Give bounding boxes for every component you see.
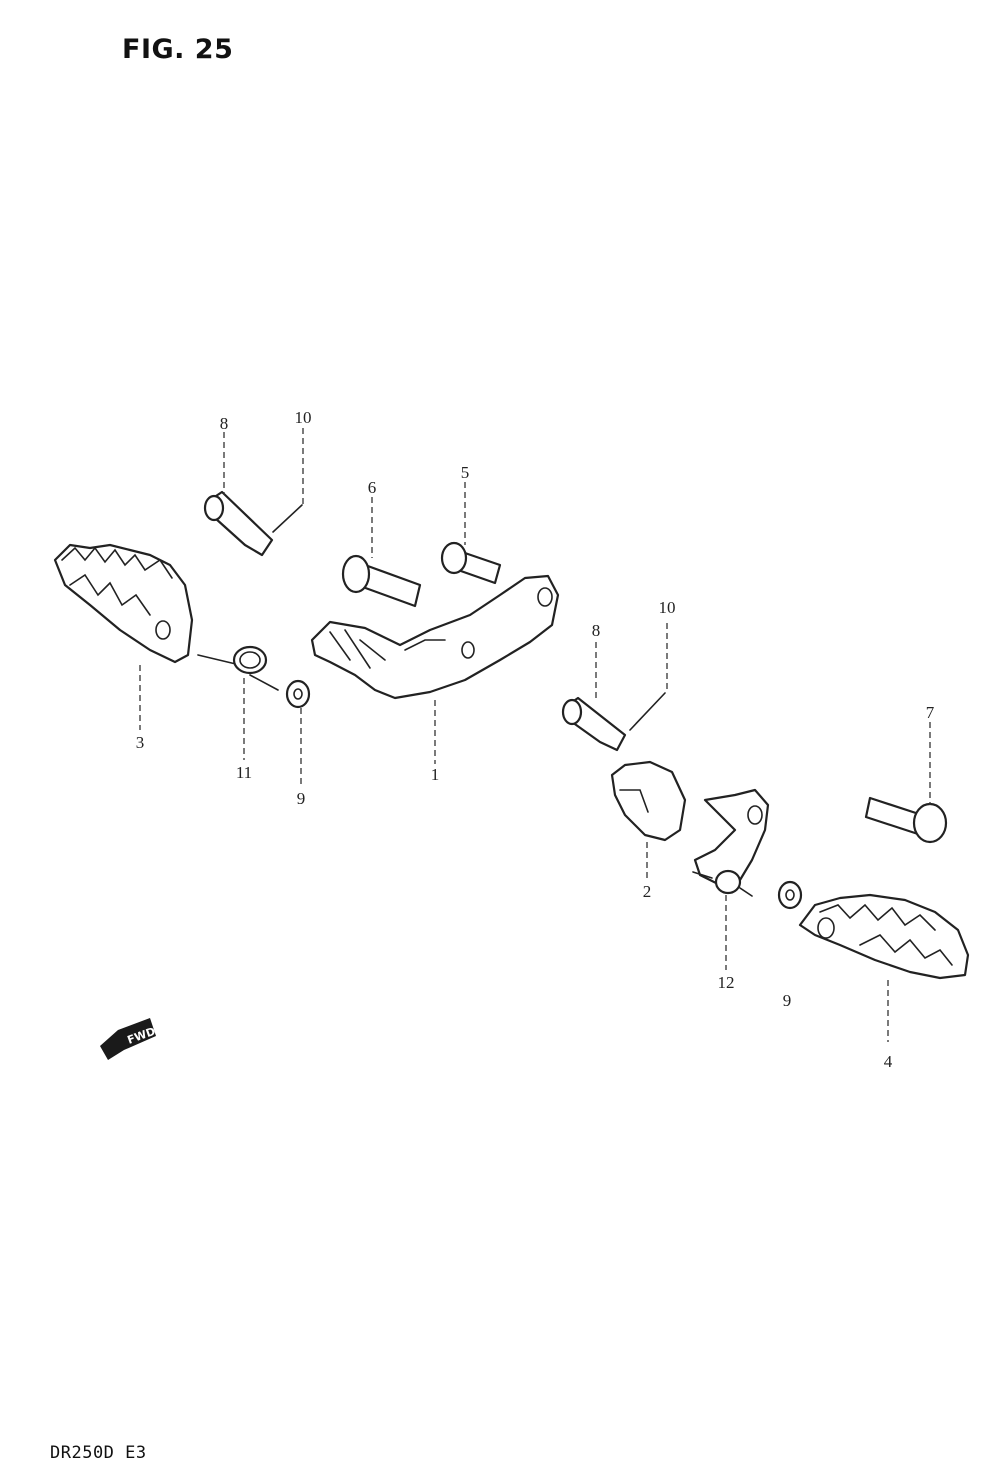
callout-12: 12 (718, 973, 735, 992)
callout-8-left: 8 (220, 414, 229, 433)
part-10-cotter-pin-right (629, 692, 666, 731)
part-7-bolt (864, 796, 948, 844)
callout-4: 4 (884, 1052, 893, 1071)
figure-title: FIG. 25 (122, 34, 234, 65)
callout-5: 5 (461, 463, 470, 482)
callout-10-left: 10 (295, 408, 312, 427)
part-9-washer-right (777, 880, 803, 910)
part-2-footrest-bracket-right (610, 760, 770, 887)
part-4-right-footrest (798, 893, 970, 980)
callout-8-right: 8 (592, 621, 601, 640)
callout-9-left: 9 (297, 789, 306, 808)
callout-3: 3 (136, 733, 145, 752)
callout-1: 1 (431, 765, 440, 784)
callout-labels: 8 10 6 5 3 11 9 1 8 10 7 2 12 9 4 (136, 408, 935, 1071)
callout-7: 7 (926, 703, 935, 722)
callout-6: 6 (368, 478, 377, 497)
part-5-bolt (440, 541, 502, 585)
part-8-clevis-pin-left (203, 490, 274, 557)
part-3-left-footrest (53, 543, 194, 664)
callout-10-right: 10 (659, 598, 676, 617)
part-1-footrest-bracket (310, 574, 560, 700)
callout-2: 2 (643, 882, 652, 901)
leader-lines (139, 428, 931, 1042)
part-12-spring (692, 869, 753, 897)
callout-11: 11 (236, 763, 252, 782)
part-9-washer-left (285, 679, 311, 709)
callout-9-right: 9 (783, 991, 792, 1010)
part-10-cotter-pin-left (272, 504, 303, 533)
model-code: DR250D E3 (50, 1443, 147, 1463)
part-8-clevis-pin-right (561, 696, 627, 752)
part-11-spring (197, 645, 279, 691)
fwd-arrow-icon: FWD (100, 1018, 157, 1060)
part-6-bolt (341, 554, 422, 608)
